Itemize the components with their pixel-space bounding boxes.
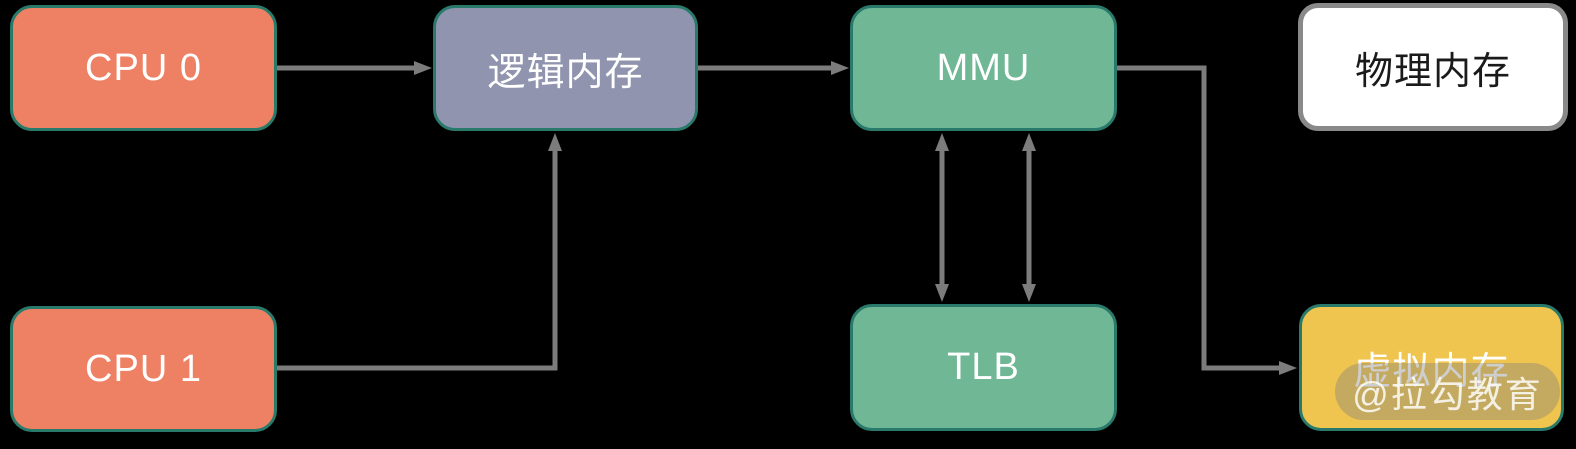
node-virtual-memory-label: 虚拟内存 — [1353, 351, 1510, 393]
node-mmu-label: MMU — [936, 46, 1031, 89]
node-cpu1-label: CPU 1 — [85, 347, 202, 390]
connector-mmu-tlb-right-double-arrow — [1022, 133, 1036, 302]
node-cpu0-label: CPU 0 — [85, 46, 202, 89]
node-mmu: MMU — [850, 5, 1117, 131]
connector-cpu0-to-logical-memory — [277, 61, 432, 75]
connector-mmu-to-virtual-memory — [1117, 65, 1297, 375]
node-logical-memory-label: 逻辑内存 — [487, 51, 644, 94]
node-virtual-memory: 虚拟内存 — [1299, 304, 1564, 431]
node-cpu0: CPU 0 — [10, 5, 277, 131]
watermark-label: @拉勾教育 — [1352, 373, 1543, 415]
node-logical-memory: 逻辑内存 — [433, 5, 698, 131]
connector-logical-memory-to-mmu — [698, 61, 849, 75]
connector-cpu1-to-logical-memory — [277, 133, 562, 371]
connector-mmu-tlb-left-double-arrow — [935, 133, 949, 302]
node-cpu1: CPU 1 — [10, 306, 277, 432]
node-physical-memory: 物理内存 — [1298, 3, 1568, 131]
node-physical-memory-label: 物理内存 — [1354, 50, 1511, 93]
watermark-badge: @拉勾教育 — [1335, 363, 1560, 420]
node-tlb-label: TLB — [947, 346, 1020, 388]
node-tlb: TLB — [850, 304, 1117, 431]
